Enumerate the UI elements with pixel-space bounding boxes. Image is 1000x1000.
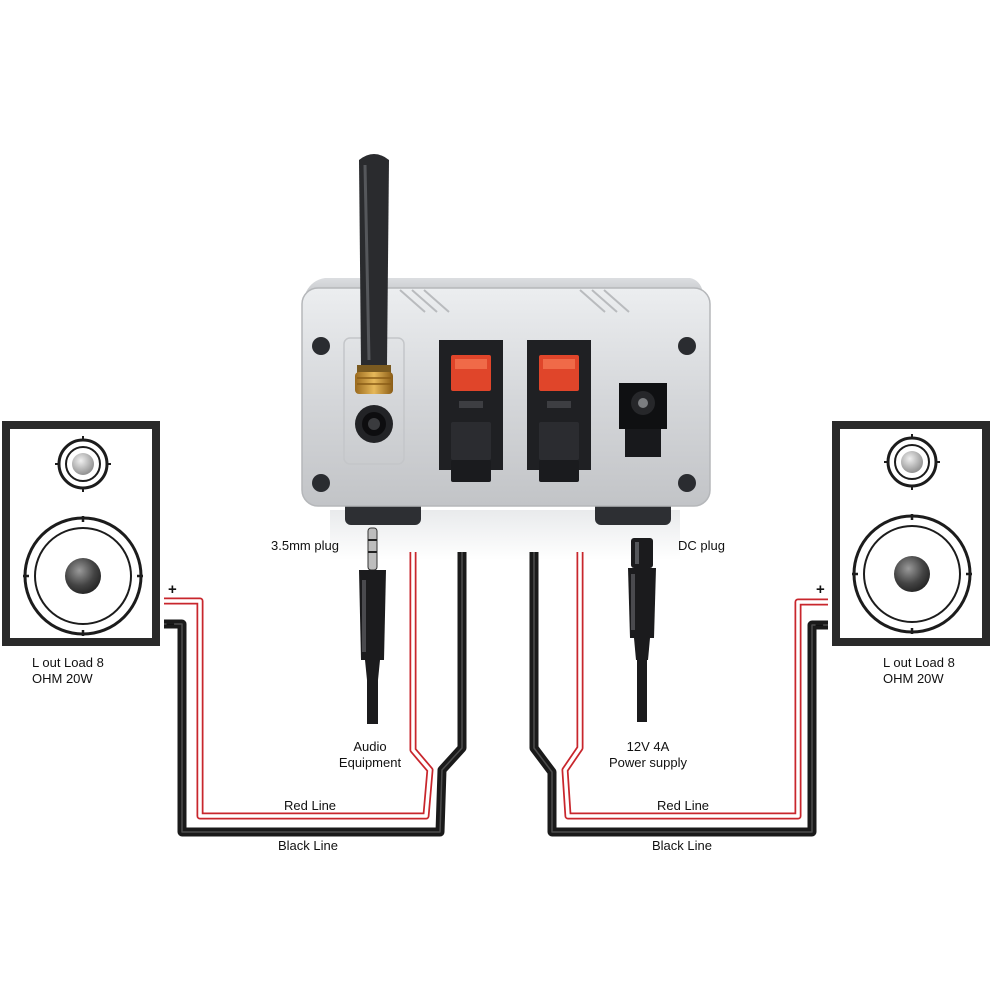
- label-right-speaker-line2: OHM 20W: [883, 671, 944, 686]
- label-audio-line2: Equipment: [338, 755, 402, 770]
- label-power-line1: 12V 4A: [626, 739, 670, 754]
- label-3-5mm-plug: 3.5mm plug: [271, 538, 339, 553]
- speaker-terminal-icon-right: [527, 340, 591, 482]
- speaker-icon-right: [832, 421, 990, 646]
- antenna-icon: [355, 154, 393, 394]
- audio-jack-icon: [355, 405, 393, 443]
- tweeter-right: [884, 434, 940, 490]
- dc-jack-icon: [619, 383, 667, 457]
- black-wire-left: [164, 552, 467, 837]
- minus-sign-right: −: [815, 617, 824, 634]
- label-left-speaker-line2: OHM 20W: [32, 671, 93, 686]
- plus-sign-left: +: [168, 581, 177, 598]
- red-wire-right: [561, 552, 828, 820]
- minus-sign-left: −: [166, 616, 175, 633]
- woofer-right: [852, 514, 972, 634]
- audio-plug-icon: [359, 527, 386, 724]
- tweeter-left: [55, 436, 111, 492]
- plus-sign-right: +: [816, 581, 825, 598]
- label-black-line-left: Black Line: [278, 838, 338, 853]
- speaker-terminal-icon-left: [439, 340, 503, 482]
- heat-fins: [399, 289, 630, 313]
- label-left-speaker-line1: L out Load 8: [32, 655, 104, 670]
- speaker-icon-left: [2, 421, 160, 646]
- label-red-line-left: Red Line: [284, 798, 337, 813]
- label-audio-line1: Audio: [353, 739, 387, 754]
- panel-screws: [312, 337, 696, 492]
- amplifier-unit: [301, 154, 711, 560]
- label-right-speaker-line1: L out Load 8: [883, 655, 955, 670]
- label-dc-plug: DC plug: [678, 538, 725, 553]
- label-black-line-right: Black Line: [652, 838, 712, 853]
- red-wire-left: [164, 552, 434, 820]
- label-power-line2: Power supply: [608, 755, 688, 770]
- label-red-line-right: Red Line: [657, 798, 710, 813]
- dc-plug-icon: [628, 538, 656, 722]
- woofer-left: [23, 516, 143, 636]
